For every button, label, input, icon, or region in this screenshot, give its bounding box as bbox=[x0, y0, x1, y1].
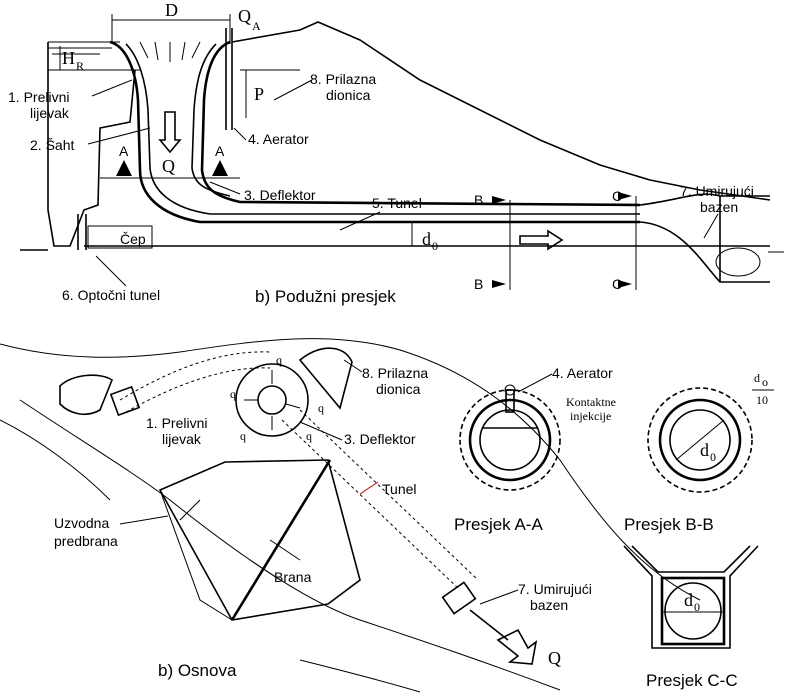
aa-label-inj-line2: injekcije bbox=[570, 409, 611, 423]
plan-label-uzvodna-line2: predbrana bbox=[54, 533, 118, 549]
label-7-line2: bazen bbox=[700, 199, 738, 215]
cc-symbol-d0-sub: 0 bbox=[694, 600, 700, 614]
aa-caption: Presjek A-A bbox=[454, 515, 543, 534]
section-C-top: C bbox=[612, 188, 622, 204]
section-A-markers: A A bbox=[100, 143, 240, 179]
plan-label-uzvodna-line1: Uzvodna bbox=[54, 515, 109, 531]
stilling-basin bbox=[639, 193, 770, 283]
dim-P: P bbox=[254, 84, 264, 104]
svg-text:q: q bbox=[276, 353, 282, 367]
plan-label-7-line2: bazen bbox=[530, 597, 568, 613]
plan-label-tunel: Tunel bbox=[382, 481, 417, 497]
dam-left-structure bbox=[47, 42, 136, 247]
funnel-inner-right bbox=[200, 40, 641, 207]
svg-text:q: q bbox=[230, 387, 236, 401]
caption-plan: b) Osnova bbox=[158, 661, 237, 680]
dim-D: D bbox=[165, 0, 178, 20]
symbol-QA: Q bbox=[238, 6, 251, 26]
section-B-bottom: B bbox=[474, 276, 483, 292]
svg-text:q: q bbox=[306, 429, 312, 443]
svg-text:q: q bbox=[318, 401, 324, 415]
label-1-line2: lijevak bbox=[30, 105, 70, 121]
funnel-plan bbox=[235, 363, 309, 437]
section-C-bottom: C bbox=[612, 276, 622, 292]
label-8-line1: 8. Prilazna bbox=[310, 71, 376, 87]
section-B-top: B bbox=[474, 192, 483, 208]
tunnel-flow-arrow bbox=[519, 229, 564, 251]
svg-text:q: q bbox=[240, 429, 246, 443]
cc-symbol-d0: d bbox=[684, 590, 693, 610]
aa-label-inj-line1: Kontaktne bbox=[566, 395, 616, 409]
shaft-inner-left bbox=[125, 43, 640, 215]
symbol-d0-sub: 0 bbox=[432, 239, 438, 253]
shaft-flow-arrow bbox=[158, 111, 182, 154]
plan-label-8-line1: 8. Prilazna bbox=[362, 365, 428, 381]
symbol-HR: H bbox=[62, 48, 75, 68]
label-2: 2. Šaht bbox=[30, 137, 74, 153]
symbol-Q-shaft: Q bbox=[162, 156, 175, 176]
cc-caption: Presjek C-C bbox=[646, 671, 738, 690]
terrain-profile bbox=[231, 21, 771, 201]
aa-label-aerator: 4. Aerator bbox=[552, 365, 613, 381]
section-A-right: A bbox=[215, 143, 225, 159]
bb-symbol-d0-sub: 0 bbox=[710, 450, 716, 464]
section-A-left: A bbox=[119, 143, 129, 159]
plan-label-7-line1: 7. Umirujući bbox=[518, 581, 592, 597]
section-BB: d 0 d o 10 Presjek B-B bbox=[624, 371, 774, 534]
symbol-QA-sub: A bbox=[252, 19, 261, 33]
label-4: 4. Aerator bbox=[248, 131, 309, 147]
label-7-line1: 7. Umirujući bbox=[680, 183, 754, 199]
bb-frac-num-sub: o bbox=[762, 375, 768, 389]
section-AA: 4. Aerator Kontaktne injekcije Presjek A… bbox=[454, 365, 616, 534]
label-1-line1: 1. Prelivni bbox=[8, 89, 69, 105]
label-3: 3. Deflektor bbox=[244, 187, 316, 203]
section-CC: d 0 Presjek C-C bbox=[623, 545, 759, 690]
symbol-HR-sub: R bbox=[76, 59, 84, 73]
bb-caption: Presjek B-B bbox=[624, 515, 714, 534]
bb-symbol-d0: d bbox=[700, 440, 709, 460]
plan-label-brana: Brana bbox=[274, 569, 312, 585]
plan-label-1-line2: lijevak bbox=[162, 431, 202, 447]
label-8-line2: dionica bbox=[326, 87, 371, 103]
longitudinal-profile: D Q A H R P Čep d 0 bbox=[8, 0, 784, 306]
bb-frac-den: 10 bbox=[756, 393, 768, 407]
funnel-outer bbox=[109, 40, 640, 224]
symbol-d0: d bbox=[422, 229, 431, 249]
plan-label-3: 3. Deflektor bbox=[344, 431, 416, 447]
outflow-arrow bbox=[496, 628, 538, 665]
q-arrows: q q q q q bbox=[230, 353, 324, 443]
section-C-markers: C C bbox=[612, 188, 637, 292]
section-B-markers: B B bbox=[474, 192, 511, 292]
label-6: 6. Optočni tunel bbox=[62, 287, 160, 303]
inflow-arrows bbox=[139, 41, 201, 62]
river-bank-upper bbox=[0, 338, 701, 601]
dam-plan bbox=[158, 459, 361, 621]
bb-frac-num: d bbox=[754, 371, 760, 385]
label-5: 5. Tunel bbox=[372, 195, 422, 211]
plan-view: q q q q q Q 8. Prilazna dionica 1. Preli… bbox=[0, 338, 701, 693]
symbol-Q-plan: Q bbox=[548, 648, 561, 668]
plan-label-1-line1: 1. Prelivni bbox=[146, 415, 207, 431]
plan-label-8-line2: dionica bbox=[376, 381, 421, 397]
tunnel-plan bbox=[281, 419, 461, 591]
shaft-inner-right bbox=[191, 43, 231, 197]
caption-profile: b) Podužni presjek bbox=[255, 287, 396, 306]
label-cep: Čep bbox=[120, 231, 146, 247]
